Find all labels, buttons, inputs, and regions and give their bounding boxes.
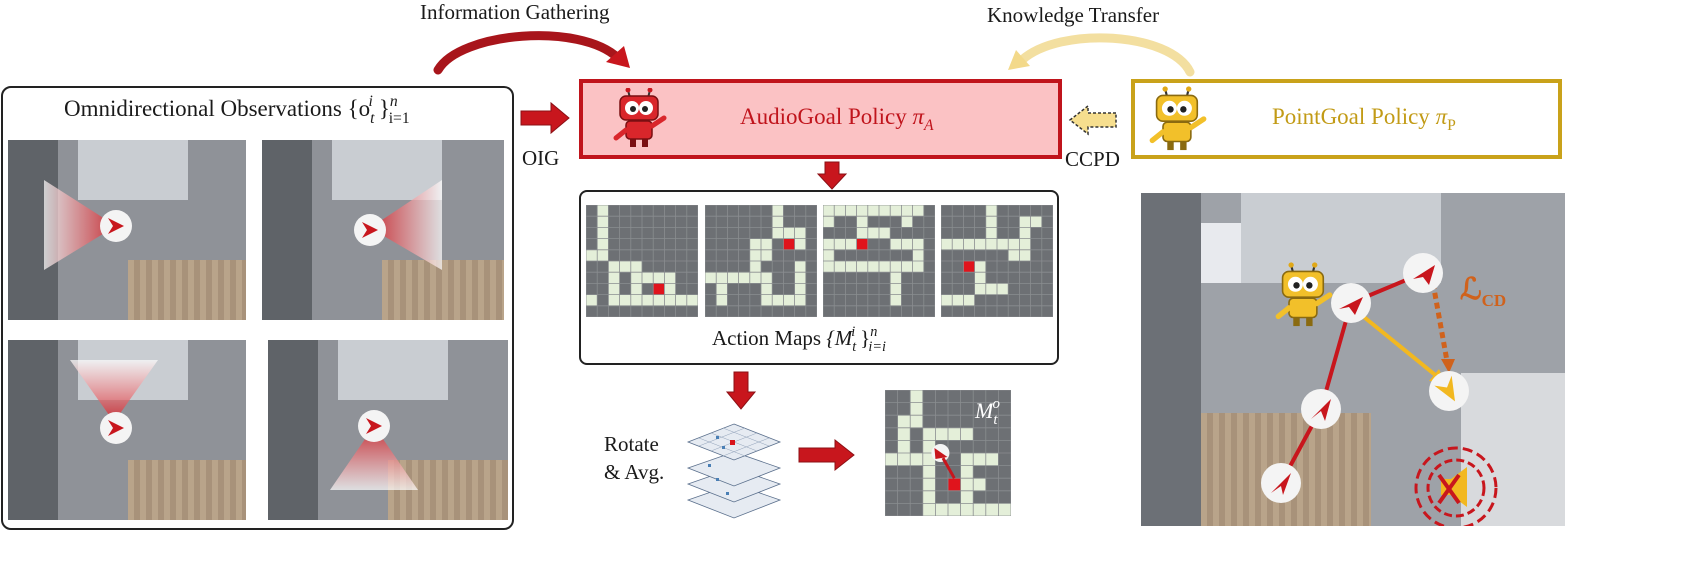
rotate-label-line1: Rotate: [604, 432, 659, 456]
action-map-1: [586, 205, 698, 317]
stacked-maps-icon: [686, 423, 782, 519]
audiogoal-policy-label: AudioGoal Policy πA: [740, 104, 934, 134]
action-map-3: [823, 205, 935, 317]
information-gathering-label: Information Gathering: [420, 0, 610, 24]
ccpd-arrow: [1068, 104, 1117, 136]
observation-panel-3: [8, 340, 246, 520]
observations-title: Omnidirectional Observations {oti}ni=1: [64, 93, 410, 127]
observations-box: [1, 86, 514, 530]
yellow-robot-icon: [1148, 86, 1208, 152]
loss-label: ℒCD: [1460, 273, 1507, 310]
knowledge-transfer-arrow: [1008, 33, 1195, 77]
information-gathering-arrow: [433, 31, 630, 75]
action-maps-label: Action Maps {Mti}ni=i: [712, 324, 886, 355]
action-map-4: [941, 205, 1053, 317]
oig-arrow: [520, 101, 570, 135]
knowledge-transfer-label: Knowledge Transfer: [987, 3, 1160, 27]
merged-action-map: [885, 390, 1011, 516]
scene-yellow-robot-icon: [1274, 262, 1334, 328]
action-map-2: [705, 205, 817, 317]
action-maps-box: [579, 190, 1059, 365]
observation-panel-4: [268, 340, 508, 520]
observation-panel-1: [8, 140, 246, 320]
right-arrow-merge: [798, 438, 855, 472]
merged-map-symbol: Mto: [975, 396, 1000, 428]
oig-label: OIG: [522, 146, 560, 170]
observation-panel-2: [262, 140, 504, 320]
pointgoal-policy-label: PointGoal Policy πP: [1272, 104, 1456, 134]
down-arrow-2: [725, 371, 757, 410]
trajectory-overlay: [1261, 253, 1498, 526]
ccpd-label: CCPD: [1065, 147, 1120, 171]
down-arrow-1: [816, 161, 848, 190]
red-robot-icon: [612, 87, 668, 148]
rotate-label-line2: & Avg.: [604, 460, 665, 484]
